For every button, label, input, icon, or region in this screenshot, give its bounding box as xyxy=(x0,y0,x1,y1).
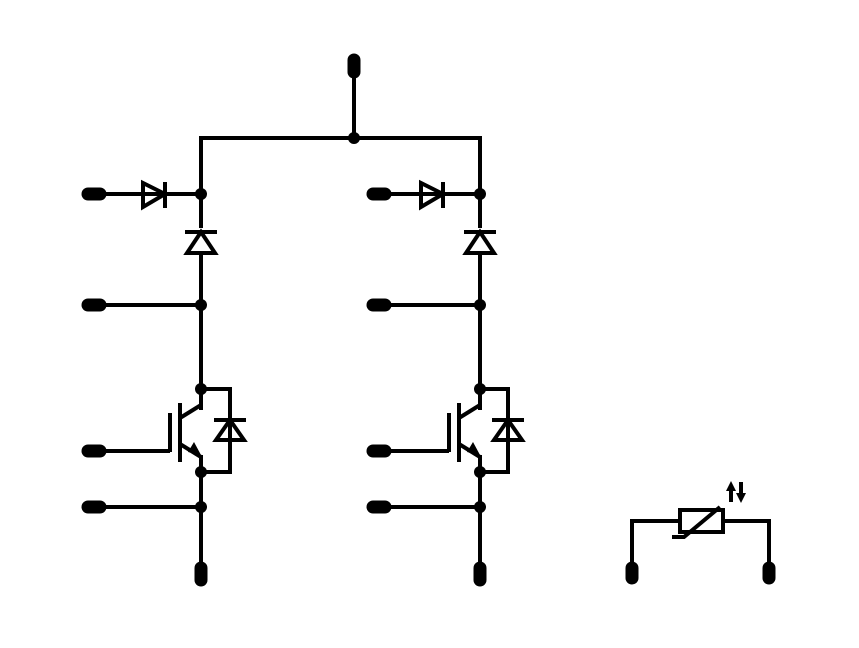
wire xyxy=(480,387,510,474)
right-branch xyxy=(366,179,526,587)
junction-dot-icon xyxy=(474,466,486,478)
diode-icon xyxy=(462,228,498,255)
diode-icon xyxy=(490,416,526,442)
diode-icon xyxy=(183,228,219,255)
left-branch xyxy=(81,179,248,587)
junction-dot-icon xyxy=(195,383,207,395)
top-bus-wire xyxy=(199,136,482,196)
diode-icon xyxy=(419,179,448,211)
thermistor-icon xyxy=(630,481,771,572)
wire xyxy=(723,519,771,572)
junction-dot-icon xyxy=(195,466,207,478)
junction-dot-icon xyxy=(195,501,207,513)
diode-icon xyxy=(141,179,170,211)
junction-dot-icon xyxy=(195,299,207,311)
junction-dot-icon xyxy=(474,299,486,311)
igbt-icon xyxy=(168,389,203,472)
diode-icon xyxy=(212,416,248,442)
wire xyxy=(201,387,232,474)
junction-dot-icon xyxy=(474,501,486,513)
junction-dot-icon xyxy=(474,383,486,395)
wire xyxy=(630,519,680,572)
junction-dot-icon xyxy=(348,132,360,144)
igbt-icon xyxy=(447,389,482,472)
